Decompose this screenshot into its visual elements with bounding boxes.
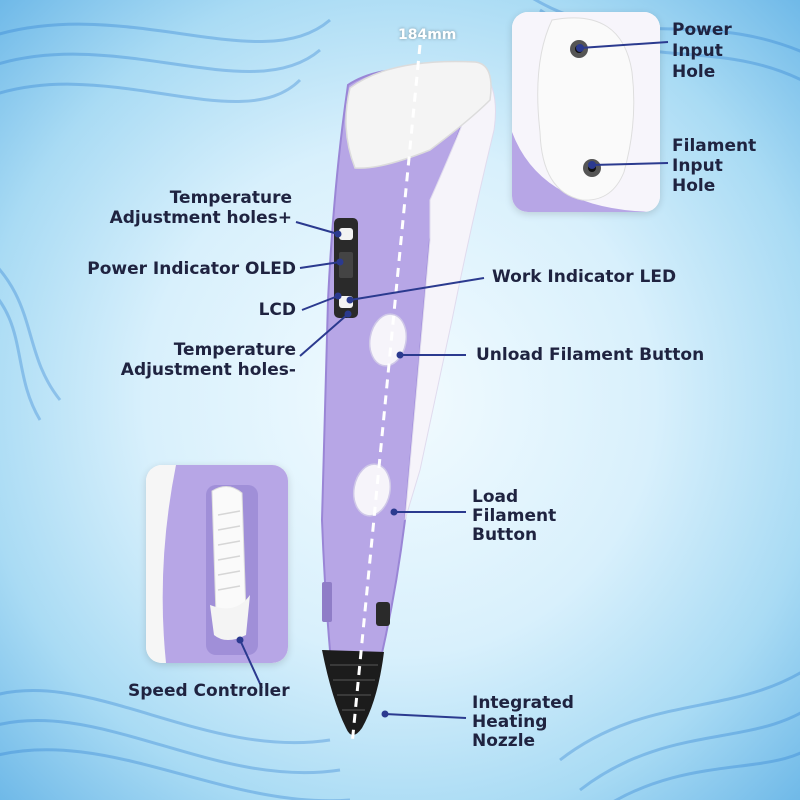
temp-minus-label: Temperature Adjustment holes- <box>120 340 296 380</box>
power-indicator-label: Power Indicator OLED <box>87 259 296 279</box>
dimension-line <box>350 44 422 746</box>
inset-input-holes <box>512 12 660 212</box>
dimension-label: 184mm <box>398 27 457 43</box>
inset-speed-controller <box>146 465 288 663</box>
lcd-label: LCD <box>258 300 296 320</box>
temp-plus-label: Temperature Adjustment holes+ <box>109 188 292 228</box>
power-input-hole-label: Power Input Hole <box>672 20 732 82</box>
nozzle-label: Integrated Heating Nozzle <box>472 693 574 751</box>
filament-input-hole-label: Filament Input Hole <box>672 136 757 196</box>
oled-indicator <box>339 252 353 278</box>
load-button-label: Load Filament Button <box>472 487 557 545</box>
speed-controller-label: Speed Controller <box>128 681 290 701</box>
work-indicator-label: Work Indicator LED <box>492 267 677 287</box>
unload-filament-button[interactable] <box>366 311 410 368</box>
temp-plus-button[interactable] <box>339 228 353 240</box>
small-switch[interactable] <box>376 602 390 626</box>
unload-button-label: Unload Filament Button <box>476 345 705 365</box>
load-filament-button[interactable] <box>350 461 394 518</box>
speed-slot <box>322 582 332 622</box>
pen-top-cap <box>345 60 492 169</box>
heating-nozzle <box>322 650 384 735</box>
